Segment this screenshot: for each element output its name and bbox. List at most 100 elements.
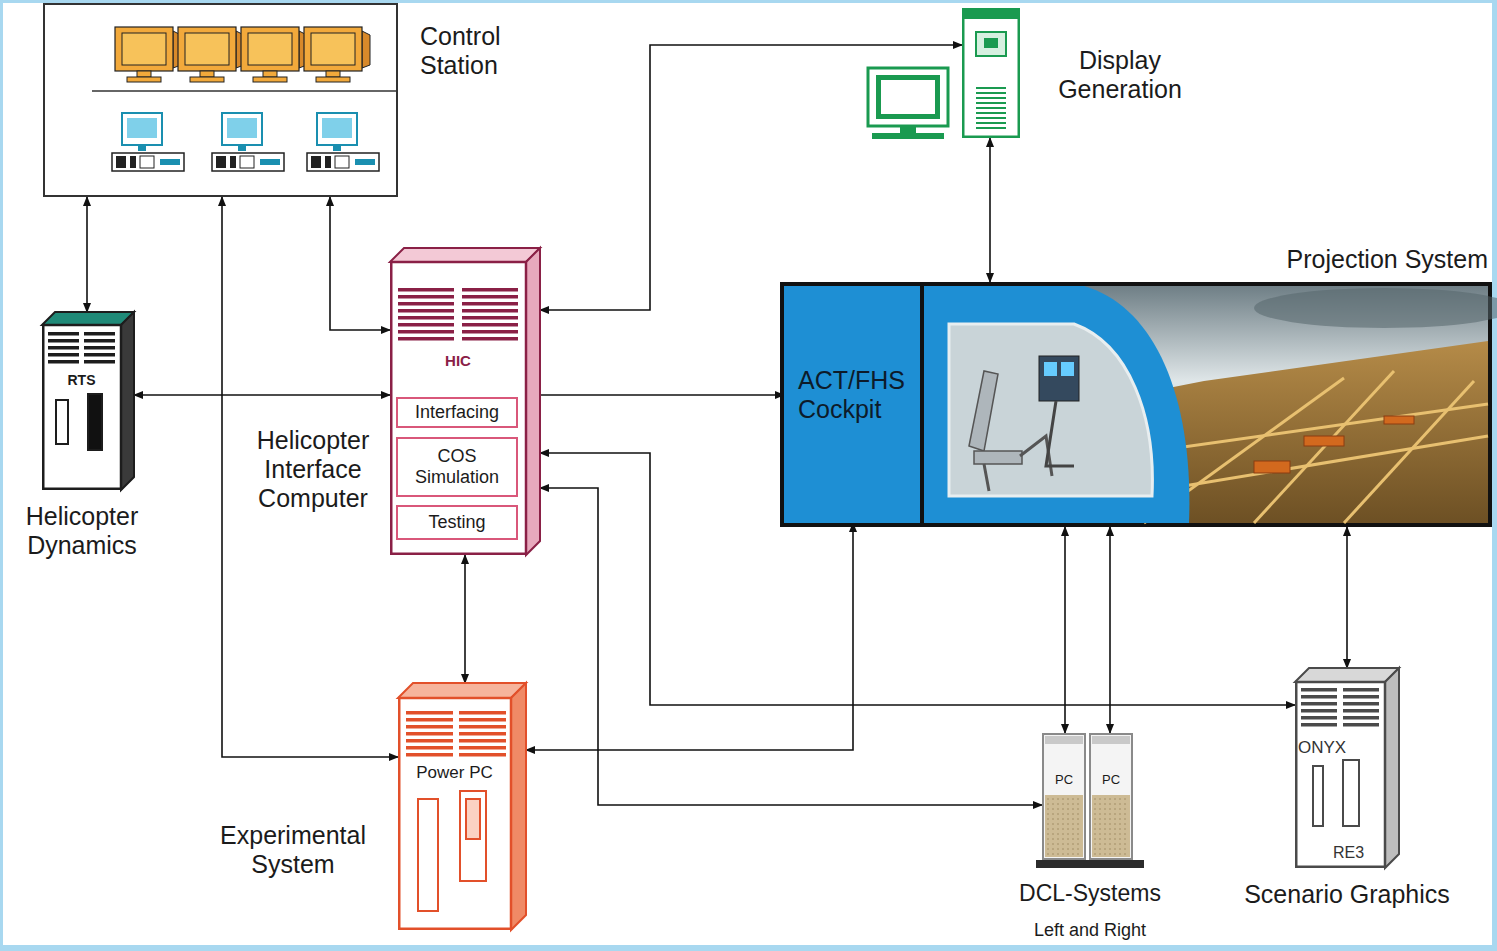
drawing-part xyxy=(1119,838,1121,840)
drawing-part xyxy=(1047,848,1049,850)
drawing-part xyxy=(1067,838,1069,840)
drawing-part xyxy=(1099,823,1101,825)
drawing-part xyxy=(1047,833,1049,835)
drawing-part xyxy=(1072,853,1074,855)
drawing-part xyxy=(1072,838,1074,840)
drawing-part xyxy=(976,117,1006,119)
display-computer: Display Generation xyxy=(962,8,1020,138)
drawing-part xyxy=(1077,843,1079,845)
drawing-part xyxy=(1052,813,1054,815)
drawing-part xyxy=(1077,833,1079,835)
drawing-part xyxy=(976,127,1006,129)
drawing-part xyxy=(1099,828,1101,830)
drawing-part xyxy=(460,791,486,881)
node-label: Interfacing xyxy=(415,402,499,423)
drawing-part xyxy=(1052,808,1054,810)
drawing-part xyxy=(1067,808,1069,810)
drawing-part xyxy=(1057,828,1059,830)
server-rack: HICHelicopter Interface ComputerInterfac… xyxy=(390,248,540,555)
pc-tower: PC xyxy=(1089,733,1133,860)
drawing-part xyxy=(140,156,154,168)
node-label: Testing xyxy=(428,512,485,533)
drawing-part xyxy=(1099,833,1101,835)
drawing-part xyxy=(1057,818,1059,820)
drawing-part xyxy=(137,71,151,77)
drawing-part xyxy=(1114,823,1116,825)
drawing-part xyxy=(1114,818,1116,820)
connector xyxy=(330,197,390,330)
drawing-part xyxy=(190,77,224,82)
drawing-part xyxy=(1052,818,1054,820)
drawing-part xyxy=(398,309,454,313)
drawing-part xyxy=(1057,843,1059,845)
drawing-part xyxy=(1072,848,1074,850)
drawing-part xyxy=(1124,808,1126,810)
node-label: Display Generation xyxy=(1040,46,1200,104)
drawing-part xyxy=(1090,734,1132,859)
drawing-part xyxy=(1067,843,1069,845)
drawing-part xyxy=(462,288,518,292)
drawing-part xyxy=(976,102,1006,104)
drawing-part xyxy=(1092,736,1130,744)
drawing-part xyxy=(511,683,526,930)
drawing-part xyxy=(1094,828,1096,830)
drawing-part xyxy=(1343,716,1379,720)
drawing-part xyxy=(1304,436,1344,446)
drawing-part xyxy=(1052,848,1054,850)
drawing-part xyxy=(1384,416,1414,424)
drawing-part xyxy=(1067,848,1069,850)
drawing-part xyxy=(1094,803,1096,805)
drawing-part xyxy=(1296,682,1385,867)
drawing-part xyxy=(1109,803,1111,805)
drawing-part xyxy=(462,337,518,341)
drawing-part xyxy=(1062,813,1064,815)
drawing-part xyxy=(398,302,454,306)
connector xyxy=(86,197,88,312)
drawing-part xyxy=(1124,848,1126,850)
drawing-part xyxy=(398,683,526,698)
drawing-part xyxy=(1047,828,1049,830)
drawing-part xyxy=(1072,798,1074,800)
drawing-part xyxy=(1114,838,1116,840)
drawing-part xyxy=(1343,709,1379,713)
node-label: PC xyxy=(1042,773,1086,788)
drawing-part xyxy=(1045,795,1083,857)
drawing-part xyxy=(1067,828,1069,830)
drawing-part xyxy=(1072,823,1074,825)
display-monitor xyxy=(868,68,948,139)
drawing-part xyxy=(263,71,277,77)
drawing-part xyxy=(1047,813,1049,815)
connector xyxy=(989,138,991,282)
node-label: Helicopter Interface Computer xyxy=(240,426,386,512)
drawing-part xyxy=(1057,853,1059,855)
drawing-part xyxy=(115,27,173,71)
drawing-part xyxy=(160,159,180,165)
drawing-part xyxy=(391,262,526,554)
drawing-part xyxy=(1114,803,1116,805)
node-label: Scenario Graphics xyxy=(1215,880,1479,909)
drawing-part xyxy=(1099,803,1101,805)
drawing-part xyxy=(976,107,1006,109)
drawing-part xyxy=(526,248,540,555)
drawing-part xyxy=(333,145,341,151)
monitor-base xyxy=(872,133,944,139)
drawing-part xyxy=(1301,702,1337,706)
rack-drawing xyxy=(42,312,134,490)
pc-pair: DCL-SystemsLeft and RightPCPC xyxy=(1038,730,1142,868)
drawing-part xyxy=(1109,798,1111,800)
drawing-part xyxy=(1104,803,1106,805)
drawing-part xyxy=(260,159,280,165)
pc-tower: PC xyxy=(1042,733,1086,860)
connector xyxy=(1109,527,1111,733)
connector xyxy=(526,523,853,750)
drawing-part xyxy=(924,286,1189,523)
drawing-part xyxy=(1344,381,1474,523)
drawing-part xyxy=(227,118,257,138)
drawing-part xyxy=(1077,803,1079,805)
drawing-part xyxy=(1094,848,1096,850)
drawing-part xyxy=(1062,818,1064,820)
drawing-part xyxy=(1109,823,1111,825)
drawing-part xyxy=(241,27,299,71)
drawing-part xyxy=(1104,818,1106,820)
drawing-part xyxy=(984,38,998,48)
